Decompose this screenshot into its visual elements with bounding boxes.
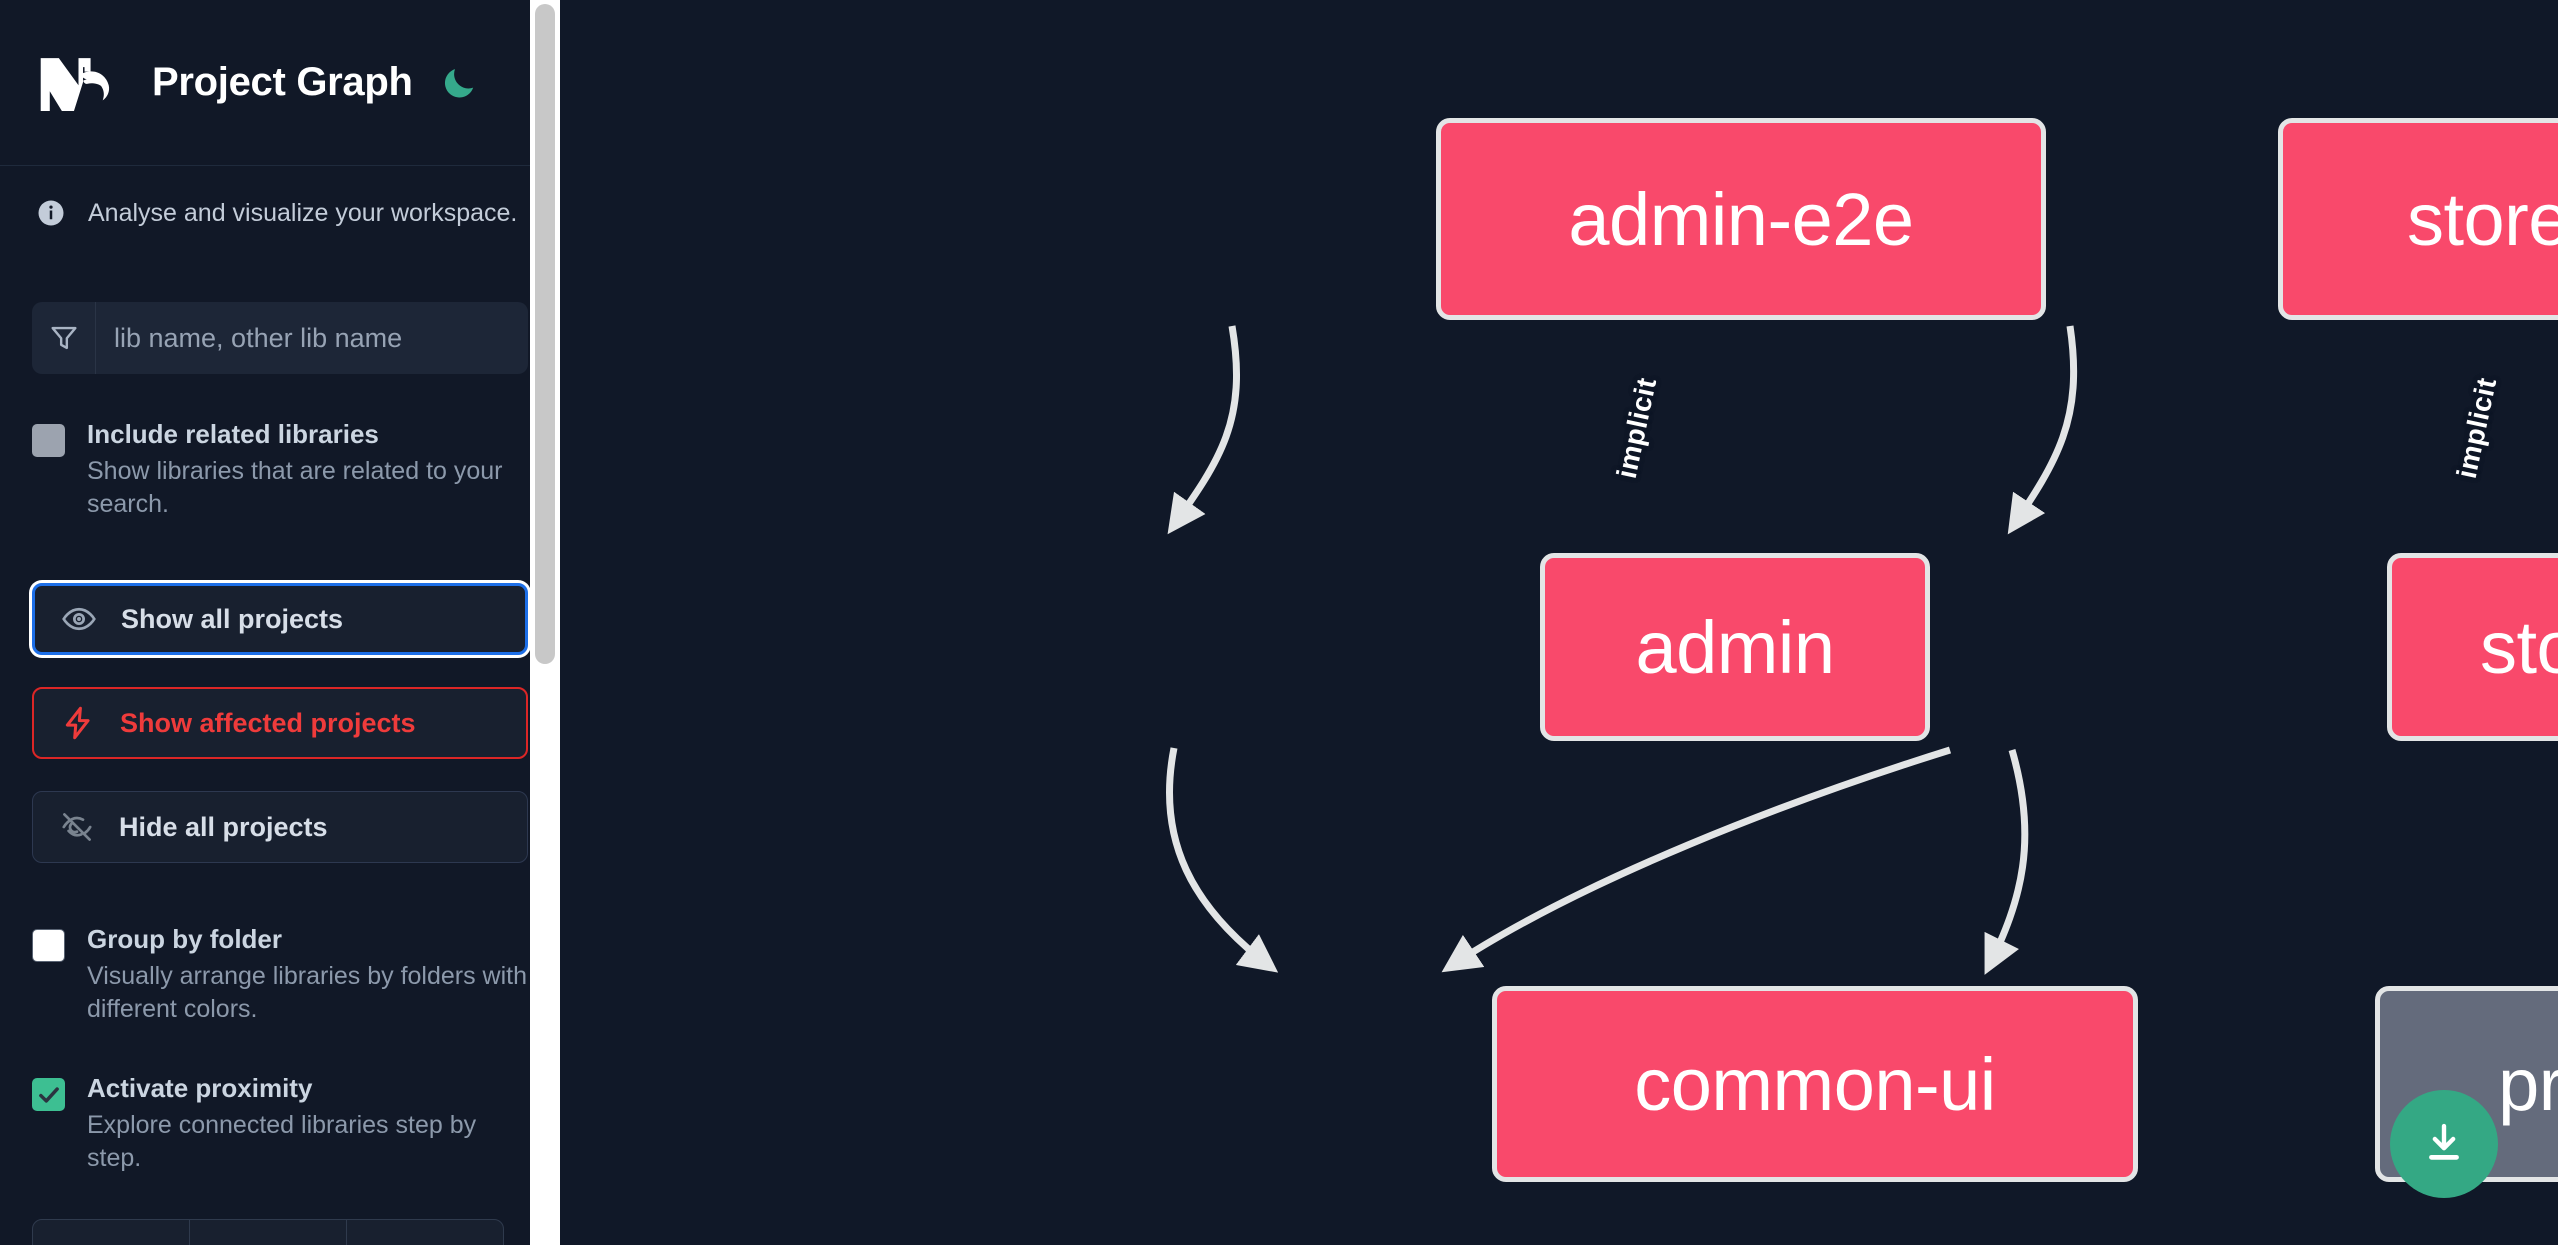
download-icon <box>2429 1123 2459 1160</box>
moon-icon[interactable] <box>439 61 479 105</box>
hide-all-projects-button[interactable]: Hide all projects <box>32 791 528 863</box>
graph-node-store[interactable]: store <box>2387 553 2558 741</box>
show-affected-projects-label: Show affected projects <box>120 707 416 738</box>
node-label: store <box>2479 605 2558 689</box>
edge-store-e2e-to-store <box>2007 325 2078 535</box>
info-icon <box>38 200 64 226</box>
checkbox-group-by-folder[interactable]: Group by folder Visually arrange librari… <box>32 923 528 1026</box>
checkbox-description: Show libraries that are related to your … <box>87 456 503 518</box>
edge-admin-e2e-to-admin <box>1167 325 1241 535</box>
checkbox-activate-proximity-text: Activate proximity Explore connected lib… <box>87 1072 528 1175</box>
sidebar-scrollbar[interactable] <box>530 0 560 1245</box>
checkbox-activate-proximity-box[interactable] <box>32 1078 65 1111</box>
checkbox-label: Activate proximity <box>87 1073 313 1103</box>
eye-off-icon <box>62 813 92 841</box>
hide-all-projects-label: Hide all projects <box>119 811 328 842</box>
graph-node-admin-e2e[interactable]: admin-e2e <box>1436 118 2046 320</box>
node-label: admin-e2e <box>1568 177 1914 261</box>
tagline-row: Analyse and visualize your workspace. <box>32 166 528 228</box>
sidebar-header: Project Graph <box>0 0 560 166</box>
graph-node-admin[interactable]: admin <box>1540 553 1930 741</box>
node-label: products <box>2498 1042 2558 1126</box>
eye-icon <box>62 607 96 631</box>
graph-edges <box>1165 325 2078 975</box>
checkmark-icon <box>38 1086 59 1103</box>
node-label: store-e2e <box>2406 177 2558 261</box>
search-field[interactable] <box>32 302 528 374</box>
display-options-group: Group by folder Visually arrange librari… <box>32 923 528 1175</box>
checkbox-description: Visually arrange libraries by folders wi… <box>87 961 528 1023</box>
show-all-projects-label: Show all projects <box>121 603 344 634</box>
graph-node-common-ui[interactable]: common-ui <box>1492 986 2138 1182</box>
checkbox-description: Explore connected libraries step by step… <box>87 1110 477 1172</box>
segment-3[interactable] <box>347 1220 503 1245</box>
visibility-button-group: Show all projects Show affected projects… <box>32 583 528 863</box>
segment-2[interactable] <box>190 1220 347 1245</box>
graph-node-store-e2e[interactable]: store-e2e <box>2278 118 2558 320</box>
segmented-control[interactable] <box>32 1219 504 1245</box>
checkbox-group-by-folder-text: Group by folder Visually arrange librari… <box>87 923 528 1026</box>
checkbox-label: Group by folder <box>87 924 282 954</box>
download-image-button[interactable] <box>2390 1090 2498 1198</box>
show-affected-projects-button[interactable]: Show affected projects <box>32 687 528 759</box>
checkbox-include-related-libraries[interactable]: Include related libraries Show libraries… <box>32 418 528 521</box>
node-label: admin <box>1635 605 1835 689</box>
checkbox-activate-proximity[interactable]: Activate proximity Explore connected lib… <box>32 1072 528 1175</box>
show-all-projects-button[interactable]: Show all projects <box>32 583 528 655</box>
edge-admin-to-common-ui <box>1165 747 1279 973</box>
lightning-bolt-icon <box>65 706 90 740</box>
checkbox-label: Include related libraries <box>87 419 379 449</box>
tagline-text: Analyse and visualize your workspace. <box>88 198 518 227</box>
filter-funnel-icon <box>32 302 96 374</box>
graph-canvas[interactable]: admin-e2e store-e2e admin store common-u… <box>560 0 2558 1245</box>
edge-store-to-common-ui <box>1441 746 1952 973</box>
nx-logo-icon <box>40 57 110 111</box>
checkbox-group-by-folder-box[interactable] <box>32 929 65 962</box>
moon-glyph <box>444 68 473 97</box>
checkbox-include-related-libraries-box[interactable] <box>32 424 65 457</box>
sidebar-scrollbar-thumb[interactable] <box>535 4 555 664</box>
checkbox-include-related-libraries-text: Include related libraries Show libraries… <box>87 418 528 521</box>
segment-1[interactable] <box>33 1220 190 1245</box>
page-title: Project Graph <box>152 60 413 104</box>
sidebar-body: Analyse and visualize your workspace. In… <box>0 166 560 1175</box>
node-label: common-ui <box>1634 1042 1996 1126</box>
edge-store-to-products <box>1984 749 2029 975</box>
search-input[interactable] <box>96 302 528 374</box>
sidebar: Project Graph Analyse and visualize your… <box>0 0 560 1245</box>
